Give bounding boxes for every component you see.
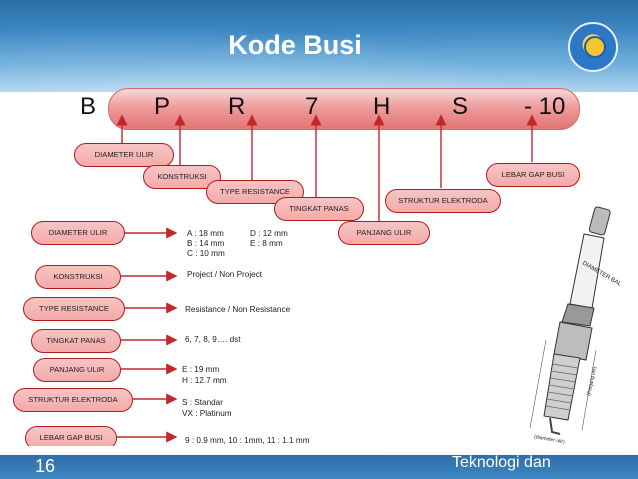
detail-panjang-ulir-e: E : 19 mm — [182, 365, 220, 374]
detail-e: E : 8 mm — [250, 239, 283, 248]
callout-diameter-ulir: DIAMETER ULIR — [74, 143, 174, 167]
detail-d: D : 12 mm — [250, 229, 288, 238]
legend-struktur-elektroda: STRUKTUR ELEKTRODA — [13, 388, 133, 412]
callout-struktur-elektroda: STRUKTUR ELEKTRODA — [385, 189, 501, 213]
footer-bar — [0, 455, 638, 479]
legend-tingkat-panas: TINGKAT PANAS — [31, 329, 121, 353]
code-letter-b: B — [80, 93, 97, 120]
legend-panjang-ulir: PANJANG ULIR — [33, 358, 121, 382]
detail-tingkat-panas: 6, 7, 8, 9…. dst — [185, 335, 241, 344]
legend-konstruksi: KONSTRUKSI — [35, 265, 121, 289]
page-title: Kode Busi — [228, 30, 362, 60]
plug-label-diameter-ulir: (diameter ulir) — [534, 434, 566, 445]
callout-tingkat-panas: TINGKAT PANAS — [274, 197, 364, 221]
code-letter-7: 7 — [305, 93, 319, 120]
detail-lebar-gap: 9 : 0.9 mm, 10 : 1mm, 11 : 1.1 mm — [185, 436, 310, 445]
header-swirl — [0, 0, 638, 92]
header-banner — [0, 0, 638, 92]
detail-struktur-vx: VX : Platinum — [182, 409, 232, 418]
tut-wuri-logo-icon — [568, 22, 618, 72]
code-letter-s: S — [452, 93, 469, 120]
code-letter-h: H — [373, 93, 391, 120]
code-bar — [108, 88, 580, 130]
callout-type-resistance: TYPE RESISTANCE — [206, 180, 304, 204]
detail-struktur-s: S : Standar — [182, 398, 223, 407]
legend-type-resistance: TYPE RESISTANCE — [23, 297, 125, 321]
plug-label-panjang-ulir: (Panjang ulir) — [586, 366, 598, 397]
footer-text: Teknologi dan — [452, 454, 551, 471]
logo-center — [584, 36, 606, 58]
detail-type-resistance: Resistance / Non Resistance — [185, 305, 291, 314]
callout-panjang-ulir: PANJANG ULIR — [338, 221, 430, 245]
legend-diameter-ulir: DIAMETER ULIR — [31, 221, 125, 245]
detail-konstruksi: Project / Non Project — [187, 270, 263, 279]
code-letter-r: R — [228, 93, 246, 120]
detail-b: B : 14 mm — [187, 239, 225, 248]
code-letter-p: P — [154, 93, 171, 120]
detail-c: C : 10 mm — [187, 249, 225, 258]
detail-panjang-ulir-h: H : 12.7 mm — [182, 376, 227, 385]
callout-lebar-gap-busi: LEBAR GAP BUSI — [486, 163, 580, 187]
detail-a: A : 18 mm — [187, 229, 224, 238]
spark-plug-illustration: DIAMETER BADAN BUSI (Panjang ulir) (diam… — [529, 206, 620, 445]
page-number: 16 — [35, 456, 56, 476]
